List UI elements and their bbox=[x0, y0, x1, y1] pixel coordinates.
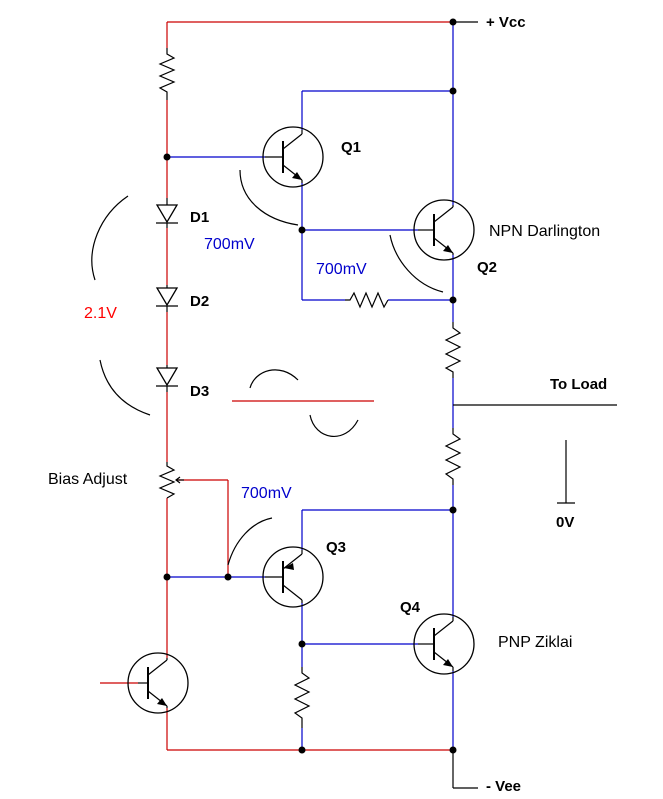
q4-label: Q4 bbox=[400, 599, 421, 616]
q2-label: Q2 bbox=[477, 259, 497, 276]
d1-label: D1 bbox=[190, 209, 209, 226]
resistor-q4-base bbox=[293, 667, 311, 728]
npn-darlington-label: NPN Darlington bbox=[489, 223, 600, 240]
diode-d3 bbox=[155, 365, 179, 392]
vbe-q3-label: 700mV bbox=[241, 485, 292, 502]
q1-label: Q1 bbox=[341, 139, 361, 156]
ground-label: 0V bbox=[556, 514, 574, 531]
vbe-q1-label: 700mV bbox=[204, 236, 255, 253]
wires bbox=[100, 21, 617, 789]
bias-adjust-label: Bias Adjust bbox=[48, 471, 128, 488]
diode-drop-total-label: 2.1V bbox=[84, 305, 117, 322]
annotation-arcs bbox=[91, 169, 444, 566]
pnp-ziklai-label: PNP Ziklai bbox=[498, 634, 572, 651]
diode-d2 bbox=[155, 285, 179, 312]
junction-dots bbox=[163, 18, 457, 754]
resistor-emitter-upper bbox=[444, 322, 462, 378]
transistor-q1 bbox=[262, 126, 324, 188]
transistor-q3 bbox=[262, 546, 324, 608]
transistor-bias bbox=[127, 652, 189, 714]
bias-adjust-potentiometer bbox=[158, 462, 184, 499]
q3-label: Q3 bbox=[326, 539, 346, 556]
vee-label: - Vee bbox=[486, 778, 521, 795]
vbe-q2-label: 700mV bbox=[316, 261, 367, 278]
transistor-q2 bbox=[413, 199, 475, 261]
diode-d1 bbox=[155, 198, 179, 228]
d3-label: D3 bbox=[190, 383, 209, 400]
d2-label: D2 bbox=[190, 293, 209, 310]
to-load-label: To Load bbox=[550, 376, 607, 393]
labels: + Vcc - Vee To Load 0V Q1 Q2 Q3 Q4 D1 D2… bbox=[48, 14, 607, 795]
resistor-top bbox=[158, 48, 176, 100]
transistor-q4 bbox=[413, 613, 475, 675]
vcc-label: + Vcc bbox=[486, 14, 526, 31]
resistor-q2-base bbox=[345, 291, 389, 309]
resistor-emitter-lower bbox=[444, 428, 462, 485]
